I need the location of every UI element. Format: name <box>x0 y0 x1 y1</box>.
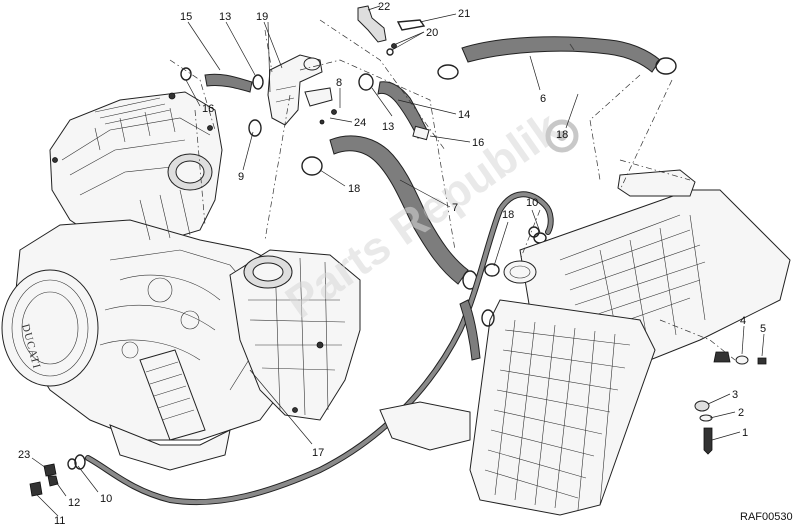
gear-logo-icon <box>545 119 579 153</box>
washer-4 <box>735 355 749 365</box>
oil-cooler <box>139 349 206 441</box>
callout-4: 4 <box>740 315 746 327</box>
thermostat-housing <box>267 54 323 126</box>
callout-10: 10 <box>526 197 538 209</box>
hose-17 <box>74 191 554 506</box>
hose-14 <box>358 73 430 141</box>
callout-12: 12 <box>68 497 80 509</box>
callout-20: 20 <box>426 27 438 39</box>
mounting-hardware-left <box>29 458 77 497</box>
callout-11: 11 <box>54 515 65 527</box>
callout-9: 9 <box>238 171 244 183</box>
radiator-assembly <box>379 169 791 516</box>
filler-cap <box>503 260 537 284</box>
reference-dashed-lines <box>169 19 736 361</box>
thermostat-group <box>180 5 426 126</box>
callout-1: 1 <box>742 427 748 439</box>
temperature-sensor <box>357 5 387 43</box>
callout-17: 17 <box>312 447 324 459</box>
callout-22: 22 <box>378 1 390 13</box>
hose-15 <box>204 73 253 93</box>
nipple-11 <box>29 481 43 497</box>
callout-15: 15 <box>180 11 192 23</box>
callout-18: 18 <box>348 183 360 195</box>
radiator-core <box>469 299 656 516</box>
hose-connector-16 <box>412 125 430 141</box>
callout-13: 13 <box>382 121 394 133</box>
callout-18: 18 <box>556 129 568 141</box>
clip-21 <box>396 19 426 31</box>
rubber-grommet-4 <box>713 351 731 363</box>
callout-7: 7 <box>452 202 458 214</box>
callout-8: 8 <box>336 77 342 89</box>
engine-assembly: DUCATI <box>1 91 361 471</box>
callout-labels: 15 13 19 22 21 20 8 6 18 16 24 13 14 16 … <box>18 1 766 527</box>
bush-3 <box>694 400 710 412</box>
leader-lines <box>31 5 765 517</box>
screw-5 <box>757 357 767 365</box>
hose-6 <box>437 36 677 80</box>
callout-10: 10 <box>100 493 112 505</box>
callout-13: 13 <box>219 11 231 23</box>
nipple-23 <box>43 463 57 477</box>
callout-16: 16 <box>472 137 484 149</box>
clutch-cover <box>1 269 99 387</box>
callout-19: 19 <box>256 11 268 23</box>
mounting-hardware-right <box>694 351 767 455</box>
reference-code: RAF00530 <box>740 511 793 523</box>
radiator-lower-bracket <box>379 401 471 451</box>
callout-14: 14 <box>458 109 470 121</box>
callout-21: 21 <box>458 8 470 20</box>
callout-16: 16 <box>202 103 214 115</box>
callout-24: 24 <box>354 117 366 129</box>
callout-23: 23 <box>18 449 30 461</box>
callout-18: 18 <box>502 209 514 221</box>
washer-2 <box>699 414 713 422</box>
misc-clamps <box>248 109 540 238</box>
callout-5: 5 <box>760 323 766 335</box>
callout-3: 3 <box>732 389 738 401</box>
callout-2: 2 <box>738 407 744 419</box>
callout-6: 6 <box>540 93 546 105</box>
screw-1 <box>703 427 713 455</box>
